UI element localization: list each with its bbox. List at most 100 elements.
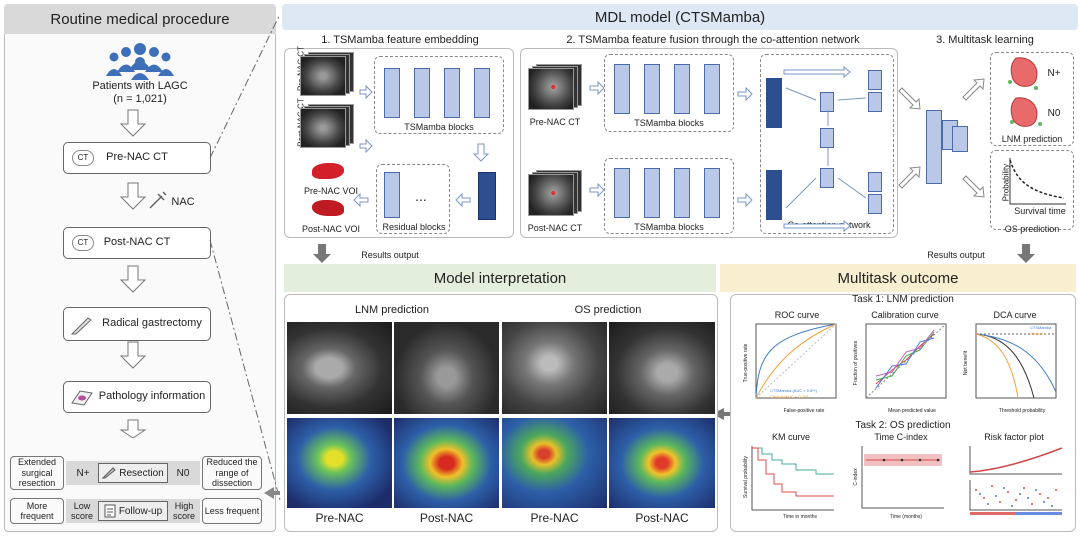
block	[868, 172, 882, 192]
step-post-nac-ct: CT Post-NAC CT	[63, 227, 211, 259]
mt-stack	[926, 100, 968, 184]
clipboard-icon	[104, 504, 116, 518]
row1-n-plus: N+	[76, 468, 90, 479]
sec3-arrows	[898, 78, 985, 198]
tsmamba-dash-3	[604, 158, 734, 234]
risk-plot	[969, 446, 1063, 515]
block	[820, 128, 834, 148]
calib-title: Calibration curve	[871, 310, 939, 320]
n-plus-label: N+	[1047, 68, 1061, 79]
col-label: Post-NAC	[635, 511, 689, 525]
ct-tile	[502, 322, 607, 414]
syringe-icon	[149, 191, 167, 209]
residual-label: Residual blocks	[382, 222, 446, 232]
row1-right: Reduced the range of dissection	[202, 456, 262, 490]
col-label: Pre-NAC	[315, 511, 364, 525]
ct-icon: CT	[72, 235, 94, 251]
step-pathology-information: Pathology information	[63, 381, 211, 413]
tci-x: Time (months)	[889, 514, 923, 520]
step-label: Radical gastrectomy	[102, 317, 202, 330]
calib-x: Mean predicted value	[888, 408, 936, 414]
interp-header: Model interpretation	[284, 264, 716, 292]
block	[704, 168, 720, 218]
calib-y: Fraction of positives	[853, 340, 859, 386]
resection-label: Resection	[119, 467, 164, 479]
tsmamba-label-3: TSMamba blocks	[634, 222, 704, 232]
slide-icon	[71, 390, 93, 406]
dark-block-3	[766, 170, 782, 220]
dark-block-2	[766, 78, 782, 128]
ct-tile	[287, 322, 392, 414]
tsmamba-dash-1	[374, 56, 504, 134]
ct-stack-pre	[300, 52, 356, 96]
roc-x: False-positive rate	[783, 408, 825, 414]
voi-pre	[312, 163, 344, 179]
tsmamba-dash-2	[604, 54, 734, 132]
patients-count: (n = 1,021)	[113, 93, 167, 105]
block	[384, 68, 400, 118]
down-arrows-left	[119, 109, 147, 438]
roc-title: ROC curve	[774, 310, 820, 320]
sec3-title: 3. Multitask learning	[936, 34, 1034, 46]
ct-tile	[609, 322, 715, 414]
coattn-dash	[760, 54, 894, 234]
km-title: KM curve	[771, 432, 810, 442]
roc-y: True-positive rate	[743, 343, 749, 383]
post-nac-ct-label: Post-NAC CT	[527, 223, 583, 233]
outcome-header: Multitask outcome	[720, 264, 1076, 292]
tsmamba-label-2: TSMamba blocks	[634, 118, 704, 128]
dca-title: DCA curve	[993, 310, 1037, 320]
stomach-icon	[1008, 57, 1042, 127]
block	[414, 68, 430, 118]
km-x: Time in months	[783, 514, 817, 520]
sec1-arrows	[353, 84, 490, 208]
row1-n-zero: N0	[176, 468, 190, 479]
km-y: Survival probability	[743, 456, 749, 498]
sec2-arrows	[589, 65, 867, 233]
lnm-pred-label: LNM prediction	[1001, 134, 1063, 144]
patients-label: Patients with LAGC	[92, 80, 188, 92]
row1-left: Extended surgical resection	[10, 456, 64, 490]
task2-label: Task 2: OS prediction	[855, 420, 951, 431]
heatmap-tile	[287, 418, 392, 508]
block	[614, 168, 630, 218]
block	[614, 64, 630, 114]
block	[868, 70, 882, 90]
interp-os: OS prediction	[574, 304, 642, 316]
block	[820, 92, 834, 112]
dca-legend2: Clinical	[1030, 331, 1043, 336]
heatmap-tile	[394, 418, 499, 508]
tci-title: Time C-index	[874, 432, 928, 442]
sec1-title: 1. TSMamba feature embedding	[321, 34, 479, 46]
ct-icon: CT	[72, 150, 94, 166]
heatmap-tile	[609, 418, 715, 508]
block	[444, 68, 460, 118]
dca-y: Net benefit	[963, 350, 969, 376]
survival-curve	[1009, 158, 1066, 205]
block	[644, 64, 660, 114]
step-label: Post-NAC CT	[103, 236, 171, 249]
ct-stack-post	[300, 104, 356, 148]
calib-plot	[865, 323, 947, 399]
followup-label: Follow-up	[118, 505, 163, 517]
patients-icon	[106, 43, 174, 80]
tci-plot	[861, 446, 944, 509]
km-plot	[751, 446, 834, 511]
pre-nac-ct-label: Pre-NAC CT	[529, 117, 581, 127]
block	[820, 168, 834, 188]
roc-legend1: CTSMamba (AUC = 0.8**)	[770, 388, 817, 393]
row2-left: More frequent	[10, 498, 64, 524]
voi-post	[312, 200, 344, 216]
results-output-1: Results output	[361, 250, 419, 260]
block	[384, 172, 400, 218]
sec2-title: 2. TSMamba feature fusion through the co…	[566, 34, 860, 46]
tsmamba-label-1: TSMamba blocks	[404, 122, 474, 132]
step-label: Pathology information	[98, 390, 206, 403]
block	[674, 168, 690, 218]
voi-pre-label: Pre-NAC VOI	[303, 186, 358, 196]
left-panel	[4, 4, 276, 532]
lnm-dash	[990, 52, 1074, 146]
left-title: Routine medical procedure	[4, 4, 276, 34]
block	[674, 64, 690, 114]
